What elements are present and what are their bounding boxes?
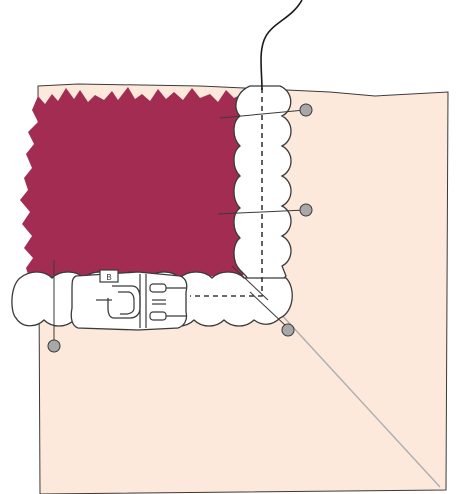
fold-line xyxy=(267,299,441,488)
pin-icon xyxy=(249,291,295,337)
presser-foot-icon: B xyxy=(70,269,188,331)
stitch-line xyxy=(190,88,263,297)
miter-line xyxy=(231,265,269,301)
svg-text:B: B xyxy=(106,273,111,282)
thread-icon xyxy=(260,0,303,91)
pin-icon xyxy=(219,103,313,119)
applique-fabric xyxy=(20,87,248,282)
pin-icon xyxy=(47,260,61,353)
pin-icon xyxy=(217,203,313,217)
